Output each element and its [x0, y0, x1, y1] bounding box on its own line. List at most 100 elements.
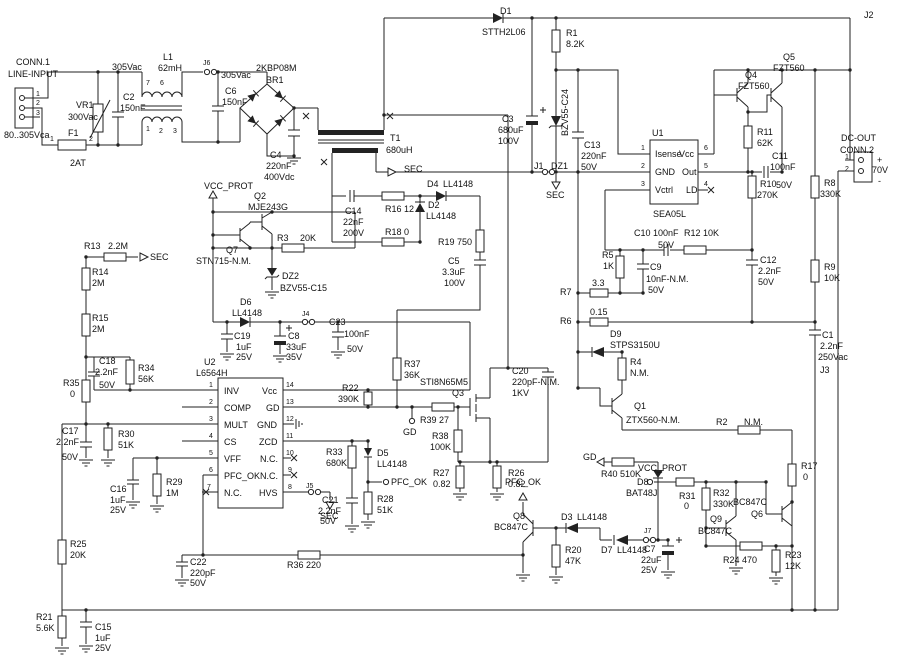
schematic-label: 400Vdc [264, 172, 295, 182]
schematic-label: C13 [584, 140, 601, 150]
diode-d1 [493, 13, 503, 23]
schematic-label: LL4148 [232, 308, 263, 318]
schematic-label: BAT48J [626, 488, 658, 498]
schematic-label: HVS [259, 488, 278, 498]
schematic-label: LL4148 [426, 211, 457, 221]
schematic-label: R19 750 [438, 237, 473, 247]
schematic-label: 25V [641, 565, 658, 575]
resistor-r37 [393, 358, 401, 380]
sec-net-arrow-down [552, 182, 560, 189]
schematic-label: BZV55-C24 [560, 88, 570, 136]
r40-d8-line [604, 462, 658, 540]
schematic-label: R5 [602, 250, 614, 260]
schematic-label: 5 [209, 450, 213, 457]
schematic-label: 12K [785, 561, 802, 571]
schematic-label: Q4 [745, 70, 758, 80]
gnd-pin12 [283, 419, 302, 429]
schematic-label: STPS3150U [610, 340, 661, 350]
schematic-label: 6 [160, 80, 164, 87]
schematic-label: R6 [560, 316, 572, 326]
resistor-r14 [82, 268, 90, 290]
vcc-prot-arrow [209, 191, 217, 198]
schematic-label: 220nF [266, 161, 292, 171]
schematic-label: N.M. [744, 417, 763, 427]
schematic-label: LL4148 [443, 179, 474, 189]
c10-r12-line [605, 244, 752, 256]
schematic-label: R31 [679, 491, 696, 501]
schematic-label: FZT560 [773, 63, 805, 73]
schematic-label: N.C. [260, 454, 278, 464]
schematic-label: 220pF-N.M. [512, 377, 560, 387]
schematic-label: C18 [99, 356, 116, 366]
schematic-label: F1 [68, 128, 79, 138]
bottom-rail-section [54, 610, 838, 655]
schematic-label: 300Vac [68, 112, 98, 122]
diode-d7 [616, 535, 628, 545]
schematic-label: Vcc [262, 386, 278, 396]
nc-x-ld [707, 186, 715, 194]
diode-d8 [653, 470, 663, 478]
schematic-label: C2 [123, 92, 135, 102]
resistor-r17 [788, 464, 796, 486]
schematic-label: 2M [92, 324, 105, 334]
schematic-label: 2KBP08M [256, 63, 297, 73]
schematic-label: R7 [560, 287, 572, 297]
resistor-r39 [432, 403, 454, 411]
feedback-divider-section [58, 253, 218, 610]
schematic-label: C7 [644, 544, 656, 554]
schematic-label: R25 [70, 539, 87, 549]
schematic-label: R27 [433, 468, 450, 478]
resistor-r29 [153, 474, 161, 496]
schematic-label: R2 [716, 417, 728, 427]
resistor-r16 [382, 192, 404, 200]
schematic-label: C9 [650, 262, 662, 272]
schematic-label: C23 [329, 317, 346, 327]
schematic-label: GND [257, 420, 277, 430]
schematic-label: C12 [760, 255, 777, 265]
schematic-label: 5 [704, 163, 708, 170]
r2-r17-line [622, 430, 792, 610]
schematic-label: STN715-N.M. [196, 256, 252, 266]
schematic-label: 10 [286, 450, 294, 457]
resistor-r18 [382, 238, 404, 246]
schematic-label: STTH2L06 [482, 27, 526, 37]
schematic-label: 2AT [70, 158, 86, 168]
resistor-r36 [298, 551, 320, 559]
schematic-label: R37 [404, 359, 421, 369]
schematic-label: 100nF [344, 329, 370, 339]
connector-conn2 [854, 152, 872, 182]
schematic-label: BR1 [266, 75, 284, 85]
schematic-label: 22nF [343, 217, 364, 227]
capacitor-c2 [112, 72, 124, 145]
schematic-label: VR1 [76, 100, 94, 110]
d5-r28-column [368, 441, 382, 520]
schematic-label: DZ2 [282, 271, 300, 281]
resistor-r19 [476, 230, 484, 252]
schematic-label: Vcc [679, 149, 695, 159]
schematic-label: 50V [648, 285, 665, 295]
schematic-label: 1 [209, 382, 213, 389]
schematic-label: C19 [234, 331, 251, 341]
schematic-label: Q7 [226, 245, 239, 255]
transistor-q5 [771, 70, 782, 172]
schematic-label: R23 [785, 550, 802, 560]
capacitor-c15 [80, 610, 92, 644]
schematic-label: 22uF [641, 555, 662, 565]
vcc-prot-net-circle [647, 479, 652, 484]
schematic-label: R34 [138, 363, 155, 373]
schematic-label: PFC_OK [224, 471, 261, 481]
schematic-label: R16 12 [385, 204, 415, 214]
schematic-label: R38 [432, 431, 449, 441]
schematic-label: 1K [603, 261, 615, 271]
schematic-label: 25V [95, 643, 112, 653]
capacitor-c7 [662, 537, 682, 570]
schematic-label: R4 [630, 357, 642, 367]
schematic-label: R14 [92, 267, 109, 277]
schematic-label: GND [655, 167, 675, 177]
schematic-label: D1 [500, 6, 512, 16]
schematic-label: 1 [641, 145, 645, 152]
schematic-label: VCC_PROT [204, 181, 254, 191]
schematic-label: 50V [320, 516, 337, 526]
schematic-label: 2 [209, 399, 213, 406]
